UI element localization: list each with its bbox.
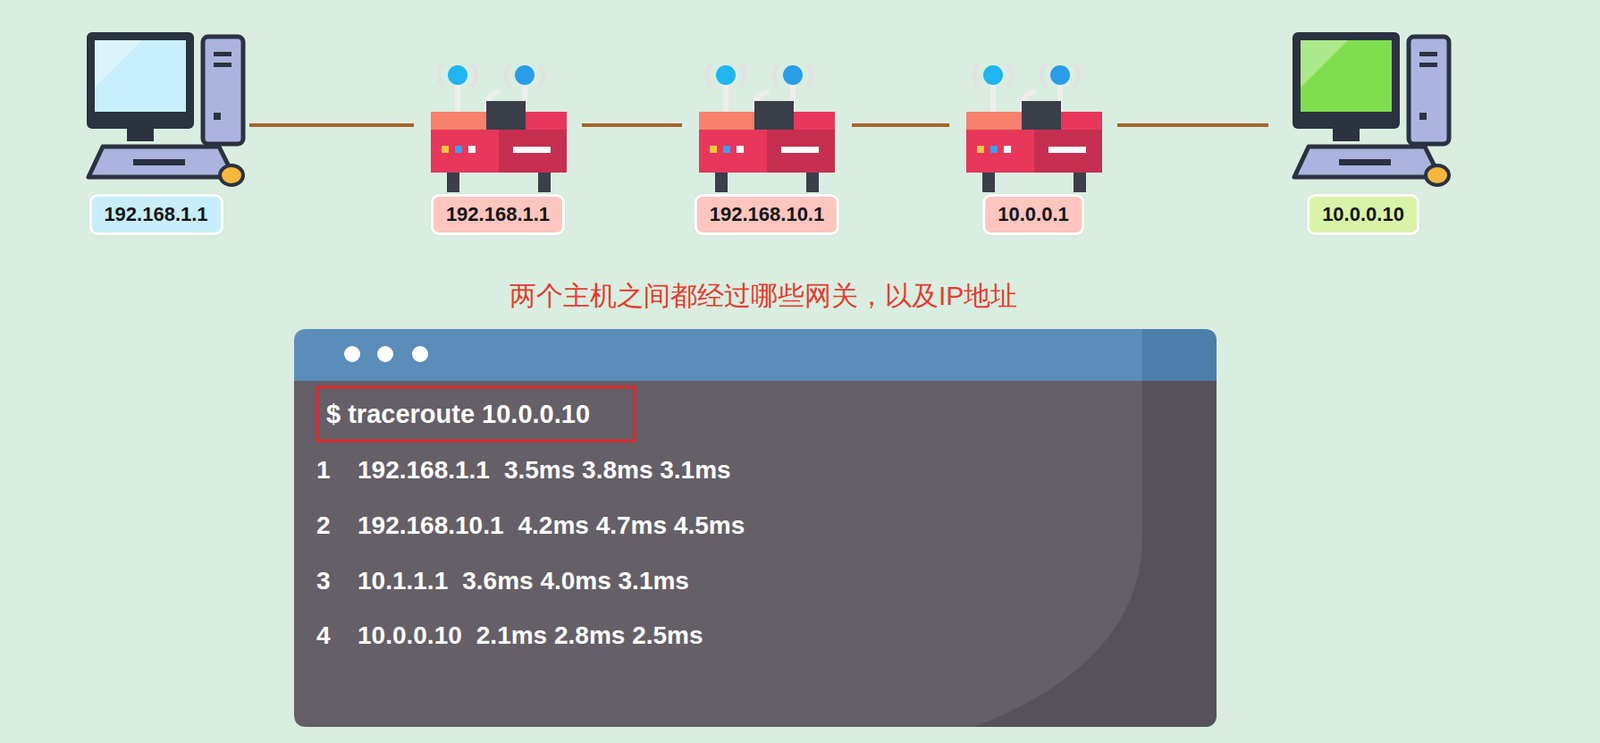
network-link bbox=[851, 123, 950, 127]
ip-address: 10.0.0.1 bbox=[997, 202, 1070, 226]
hop-address: 10.1.1.1 bbox=[357, 565, 448, 597]
network-link bbox=[581, 123, 683, 127]
title-text: 两个主机之间都经过哪些网关，以及IP地址 bbox=[509, 280, 1018, 311]
hop-row: 192.168.10.1 4.2ms 4.7ms 4.5ms bbox=[357, 510, 745, 541]
terminal-window: $ traceroute 10.0.0.10 1 192.168.1.1 3.5ms … bbox=[294, 328, 1217, 727]
hop-number-wrap: 2 bbox=[316, 510, 331, 541]
network-link bbox=[249, 123, 414, 127]
router-node: 10.0.0.1 bbox=[956, 30, 1111, 236]
command-line: $ traceroute 10.0.0.10 bbox=[326, 398, 590, 430]
hop-times: 3.6ms 4.0ms 3.1ms bbox=[462, 565, 690, 597]
hop-address: 10.0.0.10 bbox=[357, 620, 463, 651]
hop-address: 192.168.10.1 bbox=[357, 510, 505, 541]
hop-number-wrap: 1 bbox=[316, 454, 331, 486]
hop-number-wrap: 3 bbox=[316, 565, 331, 597]
ip-address: 192.168.10.1 bbox=[709, 202, 825, 226]
hop-address: 192.168.1.1 bbox=[357, 454, 490, 486]
title-wrap: 两个主机之间都经过哪些网关，以及IP地址 bbox=[509, 279, 1018, 312]
host-node: 192.168.1.1 bbox=[69, 30, 243, 236]
address-label: 192.168.1.1 bbox=[88, 193, 223, 236]
address-label: 192.168.1.1 bbox=[430, 193, 565, 236]
ip-address: 192.168.1.1 bbox=[103, 202, 208, 226]
hop-number: 3 bbox=[316, 566, 331, 595]
command-text: $ traceroute 10.0.0.10 bbox=[326, 399, 590, 429]
hop-times: 2.1ms 2.8ms 2.5ms bbox=[476, 620, 704, 651]
hop-number-wrap: 4 bbox=[316, 620, 331, 651]
address-label: 10.0.0.10 bbox=[1306, 193, 1420, 236]
hop-number: 2 bbox=[316, 511, 331, 539]
ip-address: 192.168.1.1 bbox=[446, 202, 550, 226]
hop-times: 3.5ms 3.8ms 3.1ms bbox=[504, 454, 732, 486]
hop-row: 10.0.0.10 2.1ms 2.8ms 2.5ms bbox=[357, 620, 704, 651]
address-label: 10.0.0.1 bbox=[982, 193, 1085, 236]
ip-address: 10.0.0.10 bbox=[1322, 202, 1405, 226]
hop-number: 1 bbox=[316, 455, 331, 484]
network-link bbox=[1117, 123, 1269, 127]
hop-number: 4 bbox=[316, 621, 331, 649]
hop-row: 10.1.1.1 3.6ms 4.0ms 3.1ms bbox=[357, 565, 690, 597]
router-node: 192.168.10.1 bbox=[689, 30, 845, 236]
router-node: 192.168.1.1 bbox=[421, 30, 575, 236]
highlight-box bbox=[317, 387, 635, 441]
address-label: 192.168.10.1 bbox=[694, 193, 840, 236]
host-node: 10.0.0.10 bbox=[1275, 30, 1451, 236]
hop-row: 192.168.1.1 3.5ms 3.8ms 3.1ms bbox=[357, 454, 732, 486]
hop-times: 4.2ms 4.7ms 4.5ms bbox=[518, 510, 746, 541]
